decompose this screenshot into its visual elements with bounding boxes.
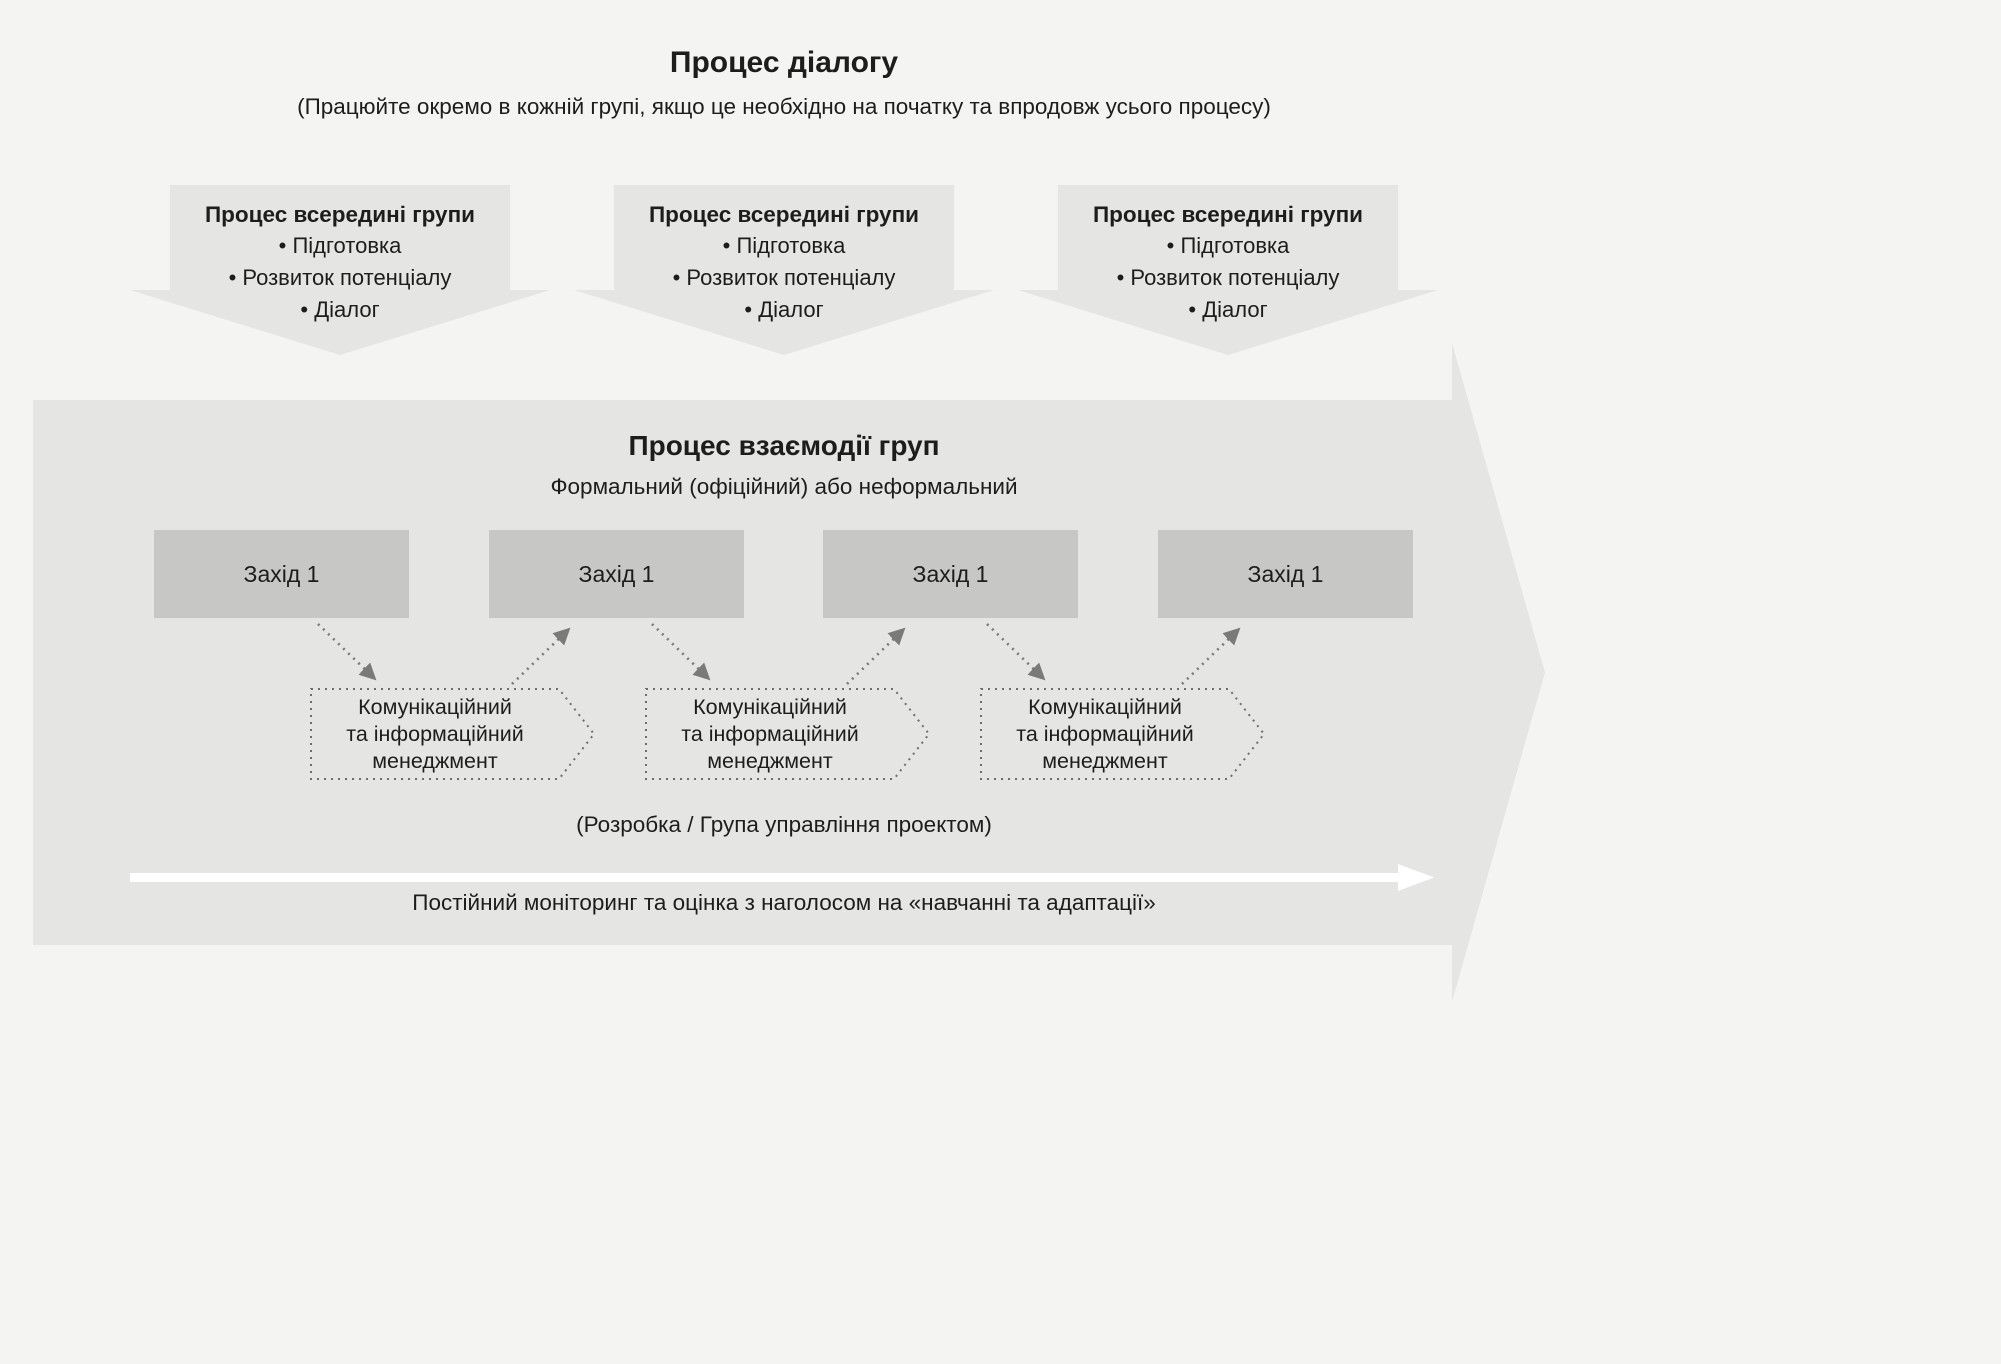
- group-process-item: • Діалог: [300, 297, 380, 322]
- group-process-title: Процес всередині групи: [205, 202, 475, 227]
- event-box-3: Захід 1: [823, 530, 1078, 618]
- comm-management-label: Комунікаційний та інформаційний менеджме…: [346, 694, 524, 773]
- interaction-subtitle: Формальний (офіційний) або неформальний: [550, 474, 1018, 499]
- group-process-item: • Підготовка: [1166, 233, 1290, 258]
- group-process-item: • Діалог: [744, 297, 824, 322]
- group-process-arrow-1: Процес всередині групи • Підготовка • Ро…: [130, 185, 550, 355]
- event-box-1: Захід 1: [154, 530, 409, 618]
- group-process-item: • Діалог: [1188, 297, 1268, 322]
- group-process-item: • Розвиток потенціалу: [672, 265, 896, 290]
- comm-management-box-1: Комунікаційний та інформаційний менеджме…: [310, 688, 595, 780]
- group-process-item: • Підготовка: [722, 233, 846, 258]
- group-process-title: Процес всередині групи: [649, 202, 919, 227]
- event-box-2: Захід 1: [489, 530, 744, 618]
- group-process-title: Процес всередині групи: [1093, 202, 1363, 227]
- group-process-arrow-3: Процес всередині групи • Підготовка • Ро…: [1018, 185, 1438, 355]
- group-process-item: • Розвиток потенціалу: [228, 265, 452, 290]
- comm-management-box-2: Комунікаційний та інформаційний менеджме…: [645, 688, 930, 780]
- interaction-process-arrow-shape: [33, 343, 1545, 1002]
- interaction-title: Процес взаємодії груп: [628, 430, 940, 461]
- event-box-4: Захід 1: [1158, 530, 1413, 618]
- diagram-header: Процес діалогу (Працюйте окремо в кожній…: [0, 46, 1568, 120]
- comm-management-box-3: Комунікаційний та інформаційний менеджме…: [980, 688, 1265, 780]
- page-title: Процес діалогу: [669, 46, 899, 79]
- development-group-label: (Розробка / Група управління проектом): [576, 812, 992, 837]
- interaction-header: Процес взаємодії груп Формальний (офіцій…: [0, 430, 1568, 500]
- page-subtitle: (Працюйте окремо в кожній групі, якщо це…: [297, 94, 1271, 119]
- group-process-item: • Підготовка: [278, 233, 402, 258]
- comm-management-label: Комунікаційний та інформаційний менеджме…: [681, 694, 859, 773]
- monitoring-label: Постійний моніторинг та оцінка з наголос…: [412, 890, 1156, 915]
- comm-management-label: Комунікаційний та інформаційний менеджме…: [1016, 694, 1194, 773]
- group-process-item: • Розвиток потенціалу: [1116, 265, 1340, 290]
- group-process-arrow-2: Процес всередині групи • Підготовка • Ро…: [574, 185, 994, 355]
